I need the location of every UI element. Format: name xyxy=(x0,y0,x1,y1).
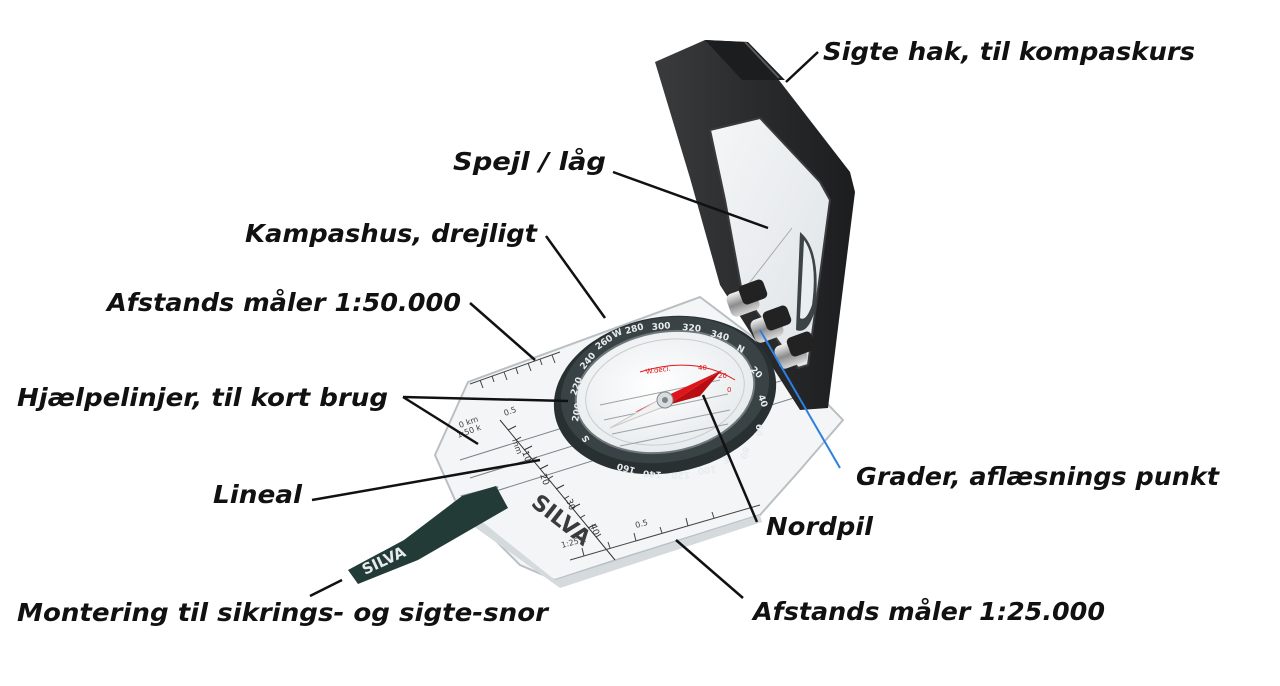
declination-number-0: 0 xyxy=(727,386,731,394)
scale-25k-ruler xyxy=(569,504,761,561)
label-nordpil: Nordpil xyxy=(766,512,873,541)
label-sigte-hak: Sigte hak, til kompaskurs xyxy=(823,37,1195,66)
declination-number-20: 20 xyxy=(718,372,727,380)
bezel-number-40: 40 xyxy=(755,394,769,409)
bezel-letter-w: W xyxy=(611,327,624,340)
leader-sigte-hak xyxy=(785,51,819,83)
bezel-number-140: 140 xyxy=(643,467,663,479)
leader-spejl xyxy=(612,170,769,230)
leader-hjaelpelinjer-1 xyxy=(402,395,569,403)
reading-point-line xyxy=(759,329,841,469)
bezel-number-200: 200 xyxy=(571,402,584,422)
bezel-number-120: 120 xyxy=(671,469,690,480)
leader-afstand-25 xyxy=(675,539,744,599)
label-afstand-50: Afstands måler 1:50.000 xyxy=(105,288,461,317)
leader-nordpil xyxy=(701,394,759,523)
leader-lineal xyxy=(311,458,541,502)
labels: Sigte hak, til kompaskurs Spejl / låg Ka… xyxy=(17,37,1220,627)
label-hjaelpelinjer: Hjælpelinjer, til kort brug xyxy=(17,383,388,412)
ruler-number-10: 10 xyxy=(519,450,532,464)
declination-label: W.decl. xyxy=(645,365,671,376)
bezel-number-100: 100 xyxy=(697,463,717,476)
bezel-number-300: 300 xyxy=(651,321,671,333)
north-needle xyxy=(609,370,722,429)
leader-montering xyxy=(309,578,343,598)
bezel-number-60: 60 xyxy=(753,424,763,437)
scale-50k-ruler xyxy=(469,351,561,389)
bezel-number-320: 320 xyxy=(682,323,702,335)
label-spejl: Spejl / låg xyxy=(453,147,606,176)
scale-half-label-bottom: 0.5 xyxy=(634,518,649,530)
declination-scale: W.decl. 40 20 0 xyxy=(639,364,736,394)
bezel-letter-n: N xyxy=(735,344,746,356)
bezel-number-340: 340 xyxy=(709,329,730,344)
label-afstand-25: Afstands måler 1:25.000 xyxy=(751,597,1105,626)
label-kampashus: Kampashus, drejligt xyxy=(245,219,538,248)
bezel-number-280: 280 xyxy=(624,322,645,337)
annotation-lines xyxy=(309,51,819,599)
bezel-letter-s: S xyxy=(581,433,593,444)
ruler-number-20: 20 xyxy=(537,473,550,487)
scale-half-label-top: 0.5 xyxy=(503,405,518,418)
bezel-letter-e: E xyxy=(721,453,730,465)
bezel-number-80: 80 xyxy=(737,445,751,460)
ruler-number-40: 40 xyxy=(587,523,600,537)
label-montering: Montering til sikrings- og sigte-snor xyxy=(17,598,550,627)
leader-afstand-50 xyxy=(469,302,536,361)
label-lineal: Lineal xyxy=(213,480,302,509)
bezel-number-160: 160 xyxy=(616,460,637,475)
leader-hjaelpelinjer-2 xyxy=(402,395,479,446)
leader-kampashus xyxy=(544,235,607,319)
declination-number-40: 40 xyxy=(698,364,707,372)
ruler-number-30: 30 xyxy=(563,498,576,512)
lid-hinges xyxy=(726,279,816,369)
mm-ruler xyxy=(499,419,616,561)
mirror-lid xyxy=(655,40,855,410)
label-grader: Grader, aflæsnings punkt xyxy=(856,462,1220,491)
lanyard: SILVA xyxy=(348,486,508,584)
